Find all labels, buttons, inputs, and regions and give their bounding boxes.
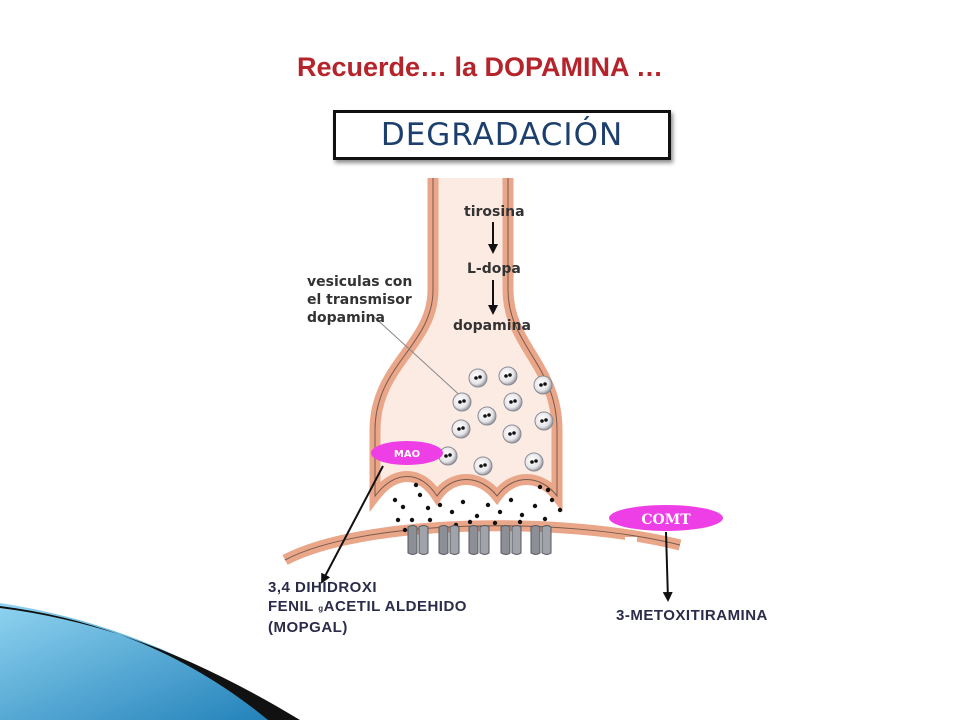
receptor <box>438 525 460 555</box>
dopamine-dot <box>402 527 408 533</box>
dopamine-dot <box>425 505 431 511</box>
receptor <box>530 525 552 555</box>
dopamine-dot <box>409 517 415 523</box>
comt-product-arrow <box>662 531 673 602</box>
dopamine-dot <box>437 502 443 508</box>
vesicle <box>502 424 522 444</box>
label-ldopa: L-dopa <box>467 261 521 277</box>
vesicle-group <box>438 366 554 476</box>
mao-enzyme <box>371 441 443 465</box>
label-vesiculas-line3: dopamina <box>307 310 385 326</box>
label-dopamina: dopamina <box>453 318 531 334</box>
receptor <box>468 525 490 555</box>
vesicle <box>524 452 544 472</box>
vesicle <box>477 406 497 426</box>
dopamine-dot <box>467 519 473 525</box>
mao-label: MAO <box>394 449 420 460</box>
label-tirosina: tirosina <box>464 204 525 220</box>
receptor-group <box>407 525 552 555</box>
dopamine-dot <box>508 497 514 503</box>
dopamine-dot <box>474 513 480 519</box>
dopamine-dot <box>532 503 538 509</box>
vesicle <box>498 366 518 386</box>
postsynaptic-membrane-line <box>284 525 681 561</box>
decorative-sweep-black <box>0 606 300 720</box>
dopamine-dot <box>460 499 466 505</box>
dopamine-dot <box>485 502 491 508</box>
vesicle <box>503 392 523 412</box>
dopamine-dot <box>542 516 548 522</box>
label-vesiculas-line1: vesiculas con <box>307 274 412 290</box>
vesicle <box>452 392 472 412</box>
dopamine-dot <box>557 507 563 513</box>
dopamine-dot <box>392 497 398 503</box>
label-vesiculas-line2: el transmisor <box>307 292 412 308</box>
dopamine-dot <box>413 482 419 488</box>
vesicle <box>534 411 554 431</box>
comt-enzyme <box>609 505 723 531</box>
dopamine-dot <box>395 517 401 523</box>
comt-membrane-gap <box>625 537 637 557</box>
vesicle <box>468 368 488 388</box>
dopamine-dot <box>545 487 551 493</box>
dopamine-dot <box>449 509 455 515</box>
dopamine-dot <box>549 497 555 503</box>
vesicle <box>438 446 458 466</box>
vesicle <box>451 419 471 439</box>
comt-product-name: 3-METOXITIRAMINA <box>616 607 768 624</box>
mao-product-line3: (MOPGAL) <box>268 619 348 636</box>
slide-title: Recuerde… la DOPAMINA … <box>296 52 664 82</box>
vesicle <box>473 456 493 476</box>
comt-label: COMT <box>641 512 691 528</box>
dopamine-dot <box>427 517 433 523</box>
dopamine-dot <box>537 484 543 490</box>
dopamine-dot <box>517 519 523 525</box>
mao-product-arrow <box>321 465 384 584</box>
mao-product-name: 3,4 DIHIDROXI FENIL gACETIL ALDEHIDO (MO… <box>268 578 467 637</box>
dopamine-dot <box>497 509 503 515</box>
receptor <box>407 525 429 555</box>
dopamine-dot <box>400 504 406 510</box>
presynaptic-terminal <box>375 178 557 496</box>
released-dopamine-group <box>392 482 563 533</box>
dopamine-dot <box>519 512 525 518</box>
dopamine-dot <box>417 492 423 498</box>
vesicle <box>533 375 553 395</box>
degradation-heading: DEGRADACIÓN <box>333 110 671 160</box>
mao-product-line1: 3,4 DIHIDROXI <box>268 579 378 596</box>
receptor <box>500 525 522 555</box>
mao-product-line2: FENIL gACETIL ALDEHIDO <box>268 598 467 615</box>
vesicle-callout-line <box>371 314 466 401</box>
decorative-sweep-blue <box>0 603 290 720</box>
dopamine-dot <box>492 520 498 526</box>
